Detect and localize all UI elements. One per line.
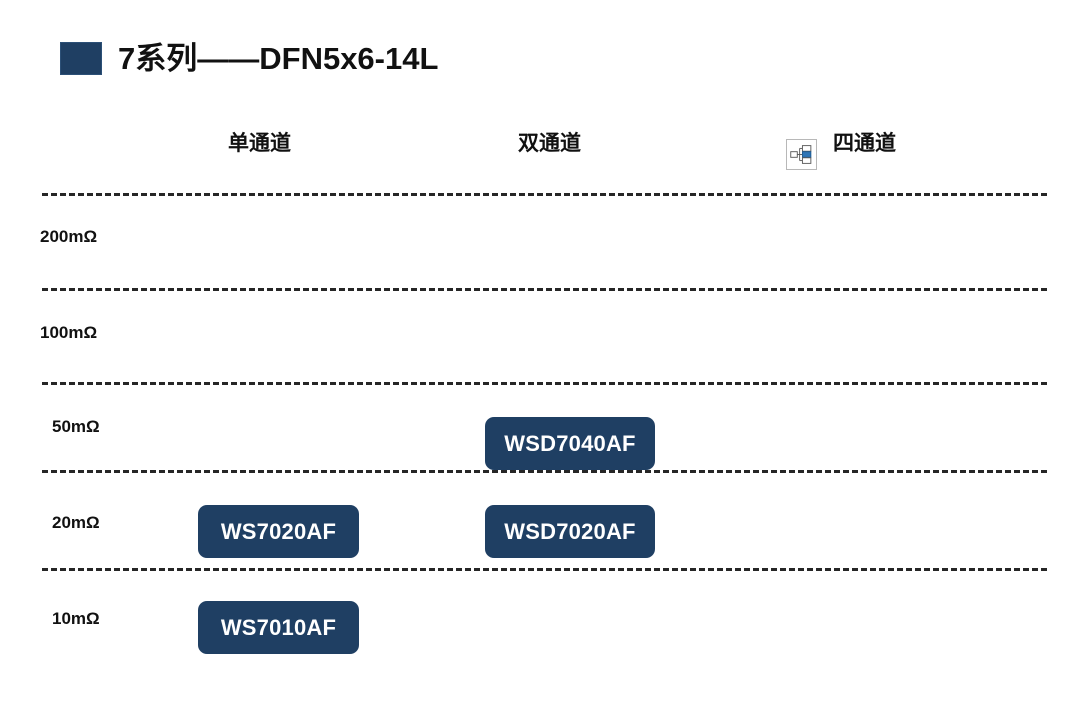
row-separator <box>42 193 1047 196</box>
page-title: 7系列——DFN5x6-14L <box>60 42 438 75</box>
hierarchy-chart-icon <box>786 139 817 170</box>
column-header-single-channel: 单通道 <box>228 132 291 155</box>
column-header-quad-channel: 四通道 <box>833 132 896 155</box>
product-chip[interactable]: WSD7020AF <box>485 505 655 558</box>
row-label-resistance: 100mΩ <box>40 323 98 342</box>
row-label-resistance: 20mΩ <box>52 513 100 532</box>
product-chip[interactable]: WS7020AF <box>198 505 359 558</box>
row-separator <box>42 382 1047 385</box>
title-bullet-square <box>60 42 102 75</box>
row-separator <box>42 568 1047 571</box>
product-chip[interactable]: WSD7040AF <box>485 417 655 470</box>
column-header-dual-channel: 双通道 <box>518 132 581 155</box>
product-chip[interactable]: WS7010AF <box>198 601 359 654</box>
row-label-resistance: 10mΩ <box>52 609 100 628</box>
row-separator <box>42 288 1047 291</box>
row-label-resistance: 50mΩ <box>52 417 100 436</box>
title-label: 7系列——DFN5x6-14L <box>118 41 439 76</box>
row-label-resistance: 200mΩ <box>40 227 98 246</box>
row-separator <box>42 470 1047 473</box>
